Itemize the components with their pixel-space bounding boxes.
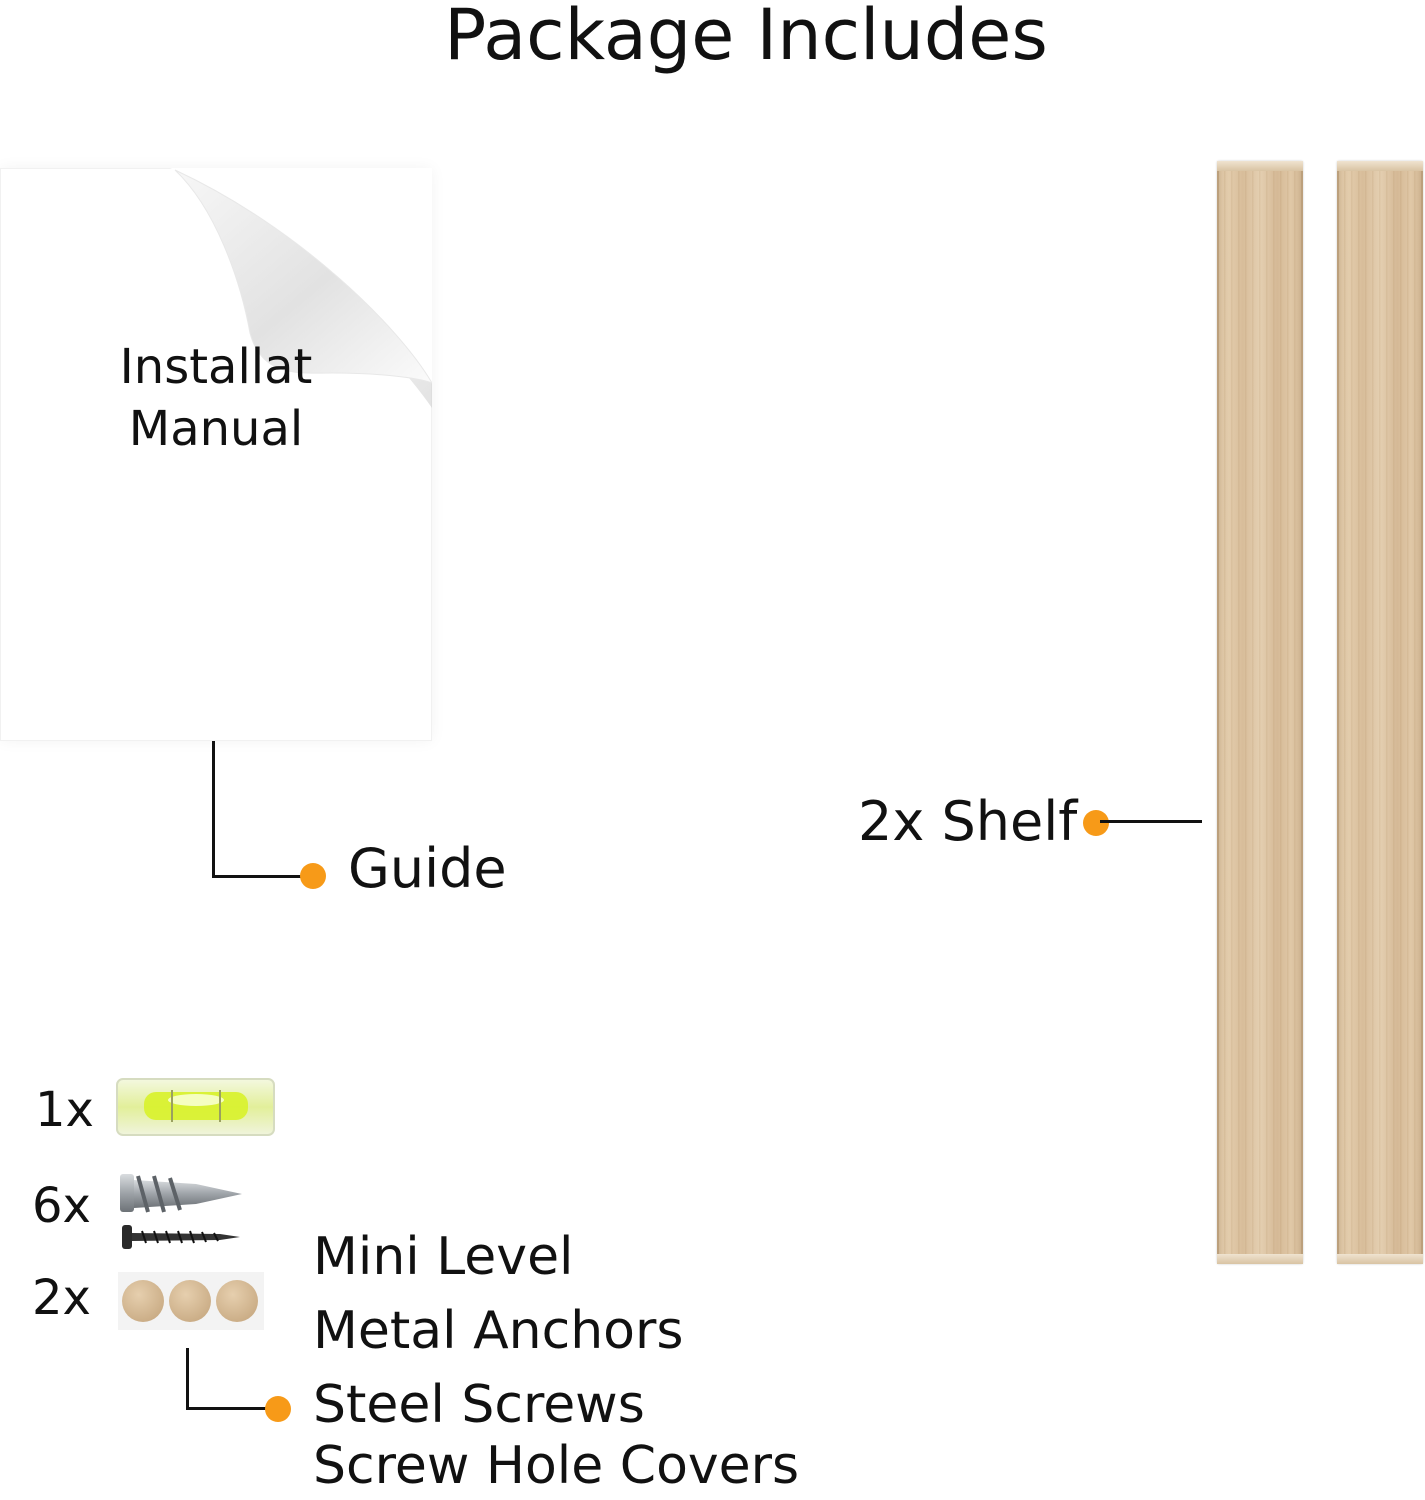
label-metal-anchors: Metal Anchors bbox=[313, 1301, 684, 1361]
bubble-level-icon bbox=[116, 1078, 275, 1136]
hardware-leader-vertical bbox=[186, 1348, 189, 1410]
quantity-anchors-screws: 6x bbox=[32, 1178, 91, 1234]
screw-icon bbox=[122, 1225, 240, 1249]
guide-leader-vertical bbox=[212, 741, 215, 878]
shelf-callout-dot bbox=[1083, 810, 1109, 836]
manual-title-line-2: Manual bbox=[128, 401, 304, 457]
label-steel-screws: Steel Screws bbox=[313, 1375, 645, 1435]
page-title: Package Includes bbox=[444, 0, 1048, 76]
manual-cover-text: Installat Manual bbox=[0, 336, 432, 460]
shelf-board-1 bbox=[1217, 161, 1303, 1264]
manual-title-line-1: Installat bbox=[119, 339, 313, 395]
guide-label: Guide bbox=[348, 837, 507, 900]
hardware-leader-horizontal bbox=[186, 1407, 270, 1410]
quantity-hole-covers: 2x bbox=[32, 1270, 91, 1326]
wall-anchor-icon bbox=[120, 1174, 242, 1213]
hole-cover-icon bbox=[122, 1280, 258, 1322]
guide-leader-horizontal bbox=[212, 875, 304, 878]
shelf-leader-horizontal bbox=[1100, 820, 1202, 823]
installation-manual-image bbox=[0, 168, 432, 741]
hardware-callout-dot bbox=[265, 1396, 291, 1422]
label-screw-hole-covers: Screw Hole Covers bbox=[313, 1436, 800, 1496]
quantity-mini-level: 1x bbox=[35, 1082, 94, 1138]
shelf-label: 2x Shelf bbox=[858, 790, 1078, 853]
shelf-board-2 bbox=[1337, 161, 1423, 1264]
page-curl-icon bbox=[170, 168, 432, 408]
guide-callout-dot bbox=[300, 863, 326, 889]
label-mini-level: Mini Level bbox=[313, 1227, 574, 1287]
